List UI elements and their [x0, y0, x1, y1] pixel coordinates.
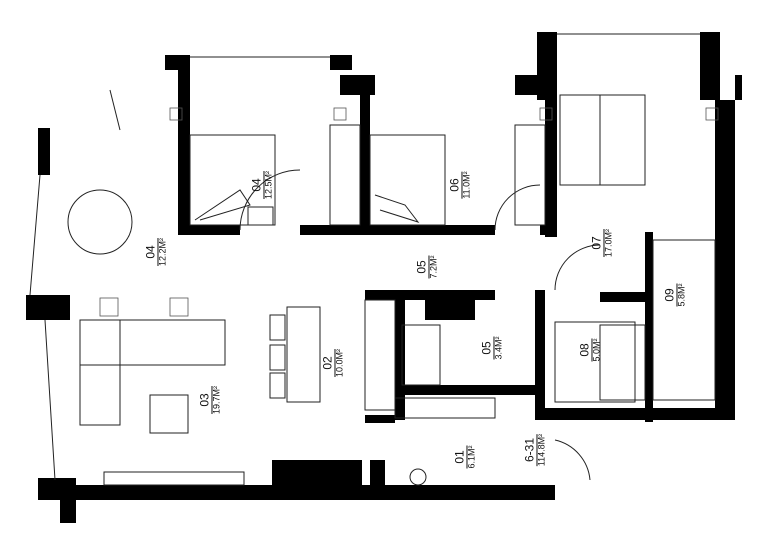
room-area: 6.1M² [466, 445, 477, 469]
room-area: 11.0M² [461, 171, 472, 199]
room-area: 12.5M² [263, 170, 274, 200]
room-area: 5.8M² [676, 283, 687, 307]
room-number: 09 [662, 283, 678, 307]
room-number: 05 [414, 255, 430, 279]
room-number: 08 [577, 338, 593, 362]
room-area: 19.7M² [211, 385, 222, 415]
room-number: 06 [447, 171, 463, 199]
room-number: 03 [197, 385, 213, 415]
fixtures [29, 33, 719, 486]
unit-area: 114.8M² [536, 433, 547, 467]
room-area: 5.0M² [591, 338, 602, 362]
room-area: 3.4M² [493, 336, 504, 360]
room-number: 05 [479, 336, 495, 360]
room-number: 04 [249, 170, 265, 200]
room-number: 04 [143, 237, 159, 267]
room-number: 02 [320, 348, 336, 378]
walls [26, 32, 742, 523]
room-area: 17.0M² [603, 228, 614, 258]
room-area: 10.0M² [334, 348, 345, 378]
room-number: 07 [589, 228, 605, 258]
room-number: 01 [452, 445, 468, 469]
unit-number: 6-31 [522, 433, 538, 467]
room-area: 12.2M² [157, 237, 168, 267]
room-area: 7.2M² [428, 255, 439, 279]
